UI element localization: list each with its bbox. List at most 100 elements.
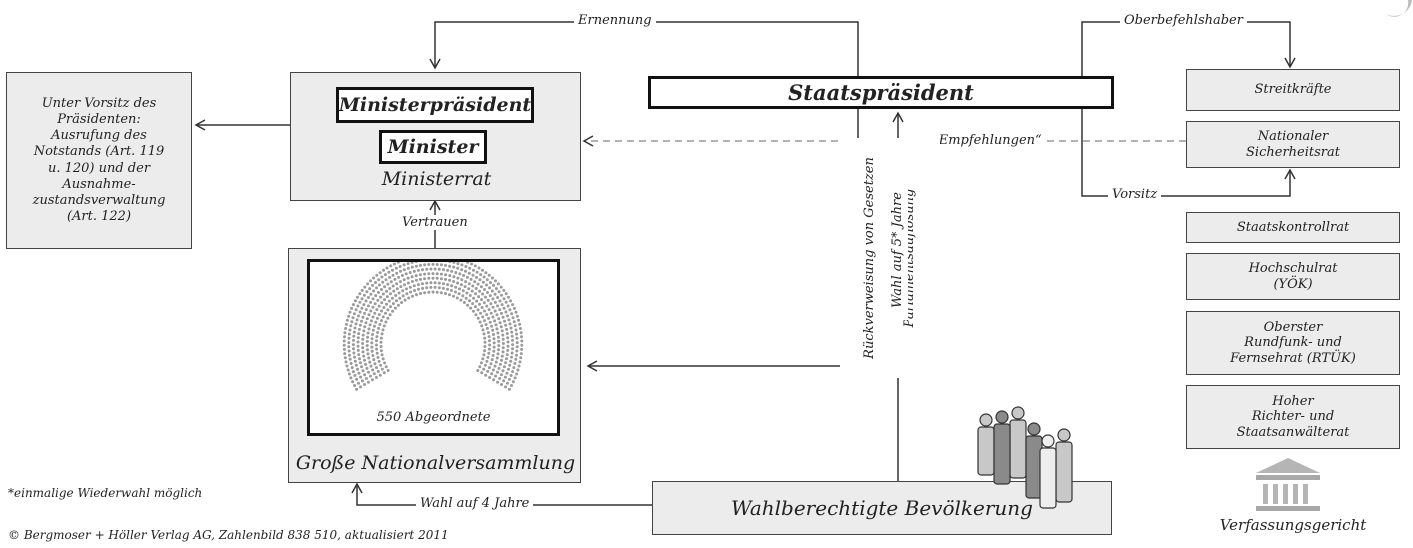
seat-dot: [348, 310, 352, 314]
seat-dot: [481, 315, 485, 319]
seat-dot: [483, 349, 487, 353]
seat-dot: [360, 379, 364, 383]
seat-dot: [357, 332, 361, 336]
seat-dot: [514, 328, 518, 332]
seat-dot: [490, 289, 494, 293]
seat-dot: [512, 366, 516, 370]
seat-dot: [366, 282, 370, 286]
seat-dot: [437, 267, 441, 271]
seat-dot: [492, 345, 496, 349]
seat-dot: [520, 335, 523, 339]
seat-dot: [479, 311, 482, 315]
prime-minister-box: Ministerpräsident: [336, 87, 534, 123]
seat-dot: [361, 350, 365, 354]
seat-dot: [421, 282, 424, 286]
seat-dot: [376, 369, 380, 373]
seat-dot: [350, 366, 354, 370]
seat-dot: [372, 324, 376, 328]
empfehlungen-label: „Empfehlungen“: [928, 133, 1046, 148]
seat-dot: [355, 377, 359, 381]
seat-dot: [358, 300, 362, 304]
seat-dot: [473, 264, 477, 268]
seat-dot: [471, 273, 475, 277]
seat-dot: [378, 373, 382, 377]
seat-dot: [360, 365, 364, 369]
seat-dot: [437, 286, 441, 290]
seat-dot: [386, 316, 390, 320]
seat-dot: [481, 357, 485, 361]
seat-dot: [487, 335, 491, 339]
seat-dot: [380, 288, 383, 291]
seat-dot: [429, 267, 433, 271]
seat-dot: [497, 317, 501, 321]
seat-dot: [379, 363, 383, 367]
seat-dot: [413, 289, 416, 292]
vorsitz-arrow: [1081, 109, 1296, 197]
seat-dot: [483, 336, 487, 340]
seat-dot: [518, 327, 522, 330]
seat-dot: [410, 265, 414, 269]
seat-dot: [494, 279, 497, 283]
seat-dot: [364, 362, 368, 366]
seat-dot: [410, 275, 414, 279]
seat-dot: [366, 352, 370, 356]
seat-dot: [380, 367, 384, 371]
seat-dot: [448, 278, 452, 282]
seat-dot: [448, 264, 452, 268]
seat-dot: [472, 296, 476, 300]
seat-dot: [491, 297, 495, 301]
seat-dot: [505, 353, 509, 357]
seat-dot: [388, 287, 392, 290]
seat-dot: [472, 268, 475, 272]
seat-dot: [404, 272, 408, 276]
seat-dot: [429, 281, 433, 285]
seat-dot: [369, 279, 372, 283]
seat-dot: [354, 363, 358, 367]
seat-dot: [361, 346, 365, 350]
seat-dot: [494, 323, 498, 327]
seat-dot: [505, 371, 509, 375]
seat-dot: [486, 355, 490, 359]
seat-dot: [493, 309, 497, 313]
seat-dot: [510, 312, 514, 316]
seat-dot: [435, 263, 439, 266]
seat-dot: [356, 367, 359, 371]
vertrauen-label: Vertrauen: [398, 215, 472, 230]
council-of-ministers-box: Ministerpräsident Minister Ministerrat: [290, 72, 581, 201]
seat-dot: [460, 268, 464, 272]
seat-dot: [361, 333, 365, 337]
seat-dot: [353, 355, 356, 359]
seat-dot: [368, 374, 372, 378]
seat-dot: [372, 372, 376, 376]
seat-dot: [496, 296, 500, 299]
seat-dot: [371, 305, 375, 309]
seat-dot: [388, 275, 391, 279]
seat-dot: [483, 288, 486, 291]
seat-dot: [365, 290, 369, 294]
seat-dot: [355, 387, 359, 391]
seat-dot: [516, 368, 520, 372]
seat-dot: [373, 302, 377, 306]
seat-dot: [496, 335, 500, 339]
seat-dot: [492, 333, 495, 336]
seat-dot: [496, 331, 500, 335]
seat-dot: [456, 262, 460, 266]
seat-dot: [349, 362, 353, 365]
seat-dot: [385, 295, 389, 299]
seat-dot: [389, 280, 393, 284]
seat-dot: [396, 303, 400, 307]
seat-dot: [478, 365, 482, 369]
seat-dot: [519, 356, 523, 360]
seat-dot: [441, 286, 445, 290]
seat-dot: [439, 291, 443, 295]
seat-dot: [506, 381, 509, 385]
seat-dot: [350, 306, 354, 310]
seat-dot: [517, 318, 521, 322]
seat-dot: [414, 278, 418, 282]
seat-dot: [352, 330, 356, 334]
seat-dot: [492, 337, 496, 341]
seat-dot: [481, 268, 484, 272]
seat-dot: [347, 314, 351, 318]
seat-dot: [374, 376, 378, 379]
